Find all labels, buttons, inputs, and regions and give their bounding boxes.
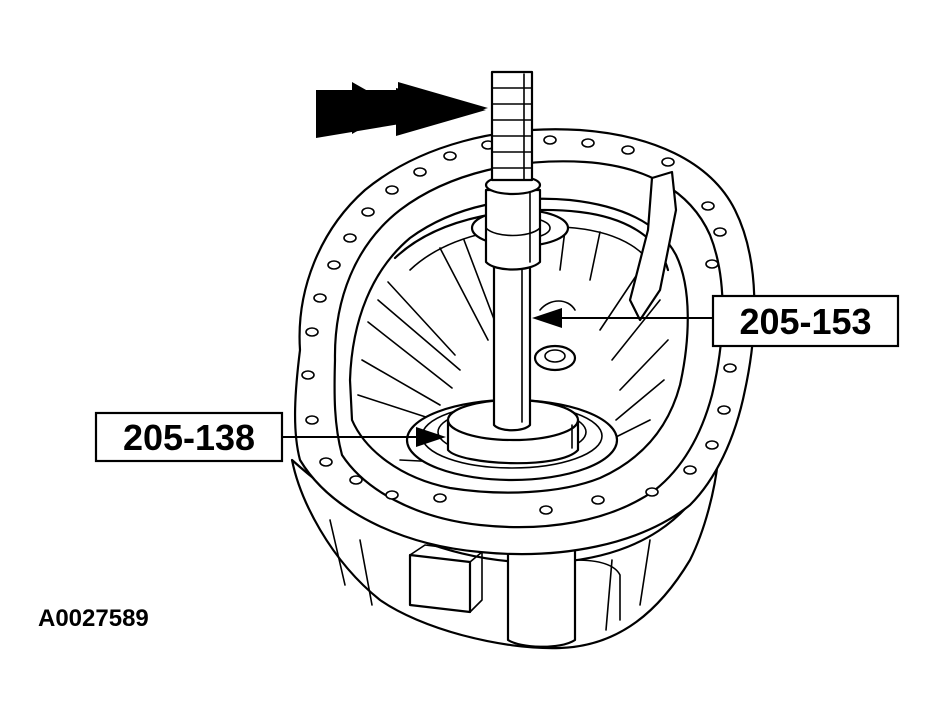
double-arrow-right-icon [316, 82, 488, 138]
callout-label-205-138: 205-138 [123, 417, 255, 458]
bolt-holes [301, 135, 737, 515]
callout-box-205-153: 205-153 [711, 294, 900, 348]
callout-label-205-153: 205-153 [739, 301, 871, 342]
leader-205-153 [532, 308, 712, 328]
callout-box-205-138: 205-138 [94, 411, 284, 463]
seal-installer-tool [405, 398, 619, 482]
driver-handle-tool [484, 70, 542, 432]
housing-skirt [290, 458, 720, 650]
figure-id: A0027589 [38, 605, 149, 632]
leader-205-138 [282, 427, 446, 447]
